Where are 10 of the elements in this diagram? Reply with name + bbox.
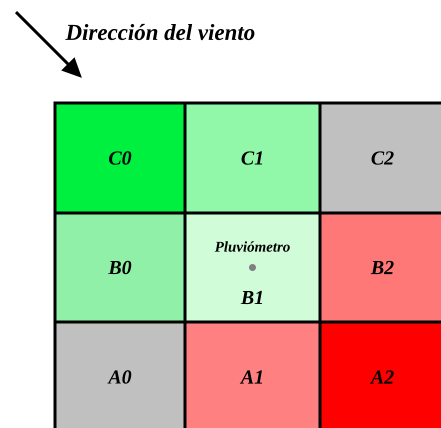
grid-cell: C2 — [318, 102, 441, 214]
grid-cell: Pluviómetro B1 — [184, 212, 322, 324]
grid-cell: C1 — [184, 102, 322, 214]
grid-cell: B2 — [318, 212, 441, 324]
grid-cell: B0 — [54, 212, 186, 324]
title-text: Dirección del viento — [65, 24, 254, 40]
grid-cell: C0 — [54, 102, 186, 214]
grid-cell: A1 — [184, 320, 322, 428]
grid-cell: A2 — [318, 320, 441, 428]
grid-cell: A0 — [54, 320, 186, 428]
